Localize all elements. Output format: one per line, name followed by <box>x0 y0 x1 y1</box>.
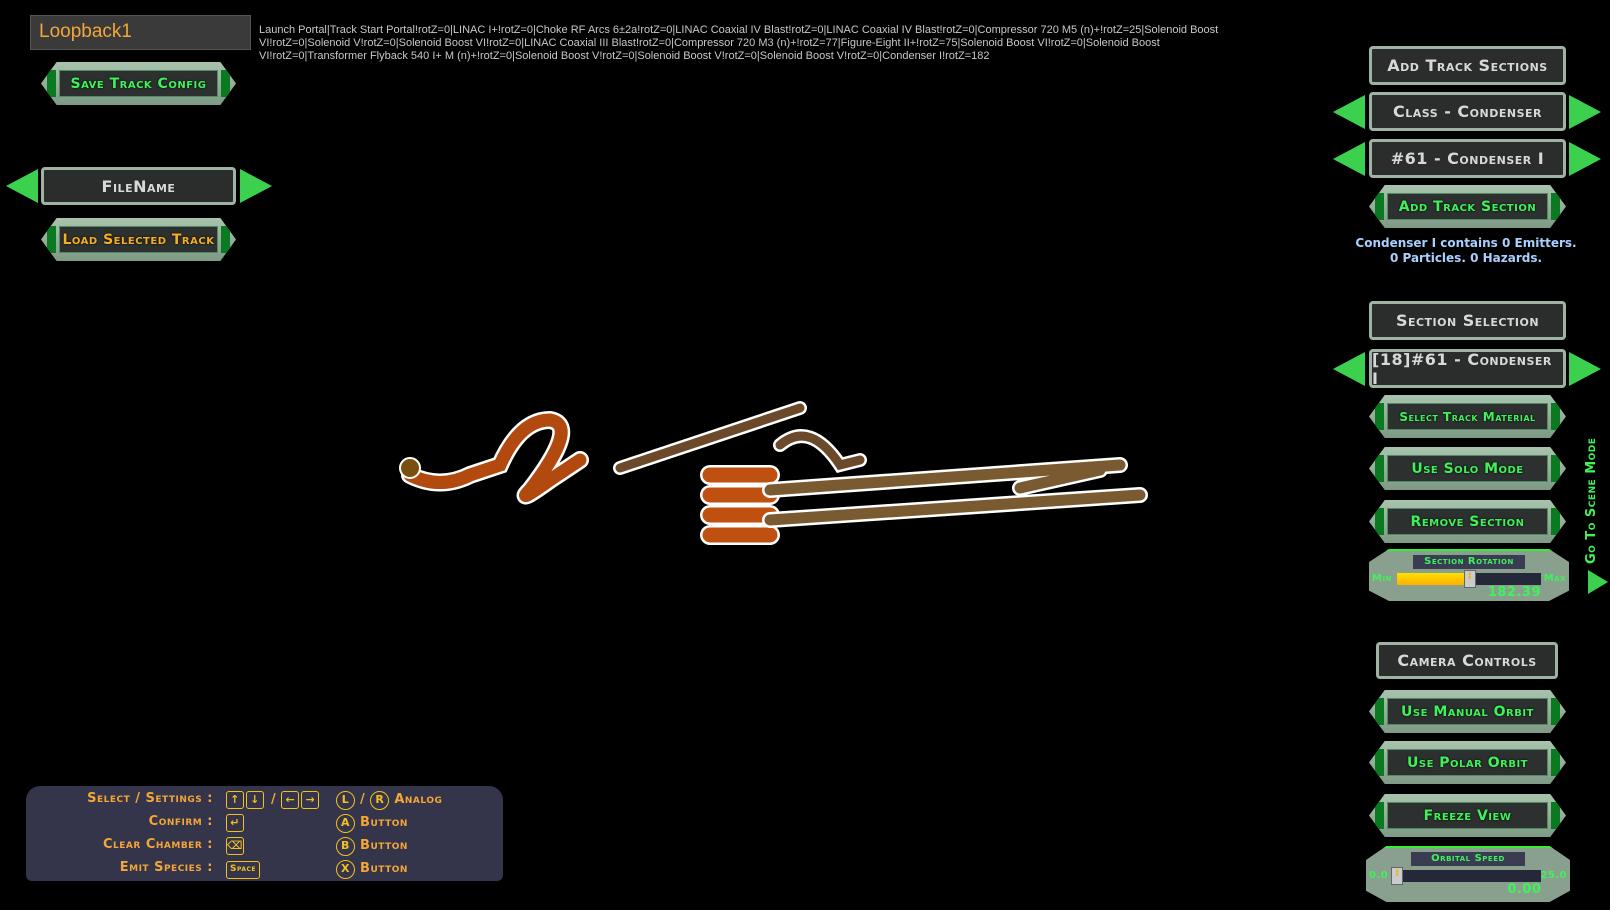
orbital-speed-track[interactable]: ⁞ <box>1391 867 1542 885</box>
backspace-key-icon: ⌫ <box>226 837 245 855</box>
help-row: Confirm : ↵ A Button <box>26 814 503 834</box>
filename-next-arrow-icon[interactable] <box>240 169 272 203</box>
orbital-speed-knob[interactable]: ⁞ <box>1391 867 1404 885</box>
load-selected-track-label: Load Selected Track <box>58 226 219 253</box>
use-manual-orbit-button[interactable]: Use Manual Orbit <box>1369 690 1566 733</box>
class-prev-arrow-icon[interactable] <box>1333 95 1365 129</box>
right-key-icon: → <box>301 791 320 809</box>
section-selection-header: Section Selection <box>1369 301 1566 340</box>
l-stick-icon: L <box>336 791 355 810</box>
section-info-line: 0 Particles. 0 Hazards. <box>1389 251 1543 265</box>
use-solo-mode-label: Use Solo Mode <box>1386 455 1549 482</box>
rotation-min-label: Min <box>1372 573 1392 584</box>
rotation-max-label: Max <box>1543 573 1566 584</box>
save-track-config-button[interactable]: Save Track Config <box>41 62 236 105</box>
left-key-icon: ← <box>281 791 300 809</box>
help-row: Select / Settings : ↑↓ / ←→ L / R Analog <box>26 791 503 811</box>
section-prev-arrow-icon[interactable] <box>1333 352 1365 386</box>
section-next-arrow-icon[interactable] <box>1569 352 1601 386</box>
add-track-sections-label: Add Track Sections <box>1387 56 1548 75</box>
track-3d-view[interactable] <box>380 380 1160 560</box>
track-config-text: Launch Portal|Track Start Portal!rotZ=0|… <box>259 24 1219 62</box>
help-label: Clear Chamber : <box>102 837 213 852</box>
camera-controls-header: Camera Controls <box>1376 642 1558 679</box>
class-selector-label: Class - Condenser <box>1393 102 1542 121</box>
add-track-section-button[interactable]: Add Track Section <box>1369 185 1566 228</box>
section-rotation-title: Section Rotation <box>1413 555 1525 569</box>
controls-help-panel: Select / Settings : ↑↓ / ←→ L / R Analog… <box>26 786 503 881</box>
help-row: Emit Species : Space X Button <box>26 860 503 880</box>
b-button-icon: B <box>336 837 355 856</box>
track-tube <box>700 465 780 545</box>
help-row: Clear Chamber : ⌫ B Button <box>26 837 503 857</box>
help-sep: / <box>271 792 277 807</box>
a-button-icon: A <box>336 814 355 833</box>
help-label: Select / Settings : <box>87 791 213 806</box>
go-to-scene-mode-label[interactable]: Go To Scene Mode <box>1584 437 1599 565</box>
orbital-speed-title: Orbital Speed <box>1410 852 1526 866</box>
filename-label: FileName <box>101 176 176 196</box>
class-selector[interactable]: Class - Condenser <box>1369 92 1566 131</box>
filename-input[interactable]: Loopback1 <box>30 15 251 50</box>
section-selection-label: Section Selection <box>1395 311 1540 330</box>
help-action: Button <box>360 861 408 876</box>
save-track-config-label: Save Track Config <box>58 70 219 97</box>
rotation-track[interactable]: ⁞ <box>1397 570 1541 588</box>
help-sep: / <box>360 792 366 807</box>
use-solo-mode-button[interactable]: Use Solo Mode <box>1369 447 1566 490</box>
item-selector[interactable]: #61 - Condenser I <box>1369 139 1566 178</box>
add-track-section-label: Add Track Section <box>1386 193 1549 220</box>
orbital-speed-min-label: 0.0 <box>1369 870 1389 881</box>
r-stick-icon: R <box>370 791 390 810</box>
section-info-line: Condenser I contains 0 Emitters. <box>1355 236 1577 250</box>
add-track-sections-header: Add Track Sections <box>1369 46 1566 85</box>
remove-section-button[interactable]: Remove Section <box>1369 500 1566 543</box>
x-button-icon: X <box>336 860 355 879</box>
orbital-speed-slider[interactable]: Orbital Speed 0.0 ⁞ 25.0 0.00 <box>1366 846 1570 902</box>
item-next-arrow-icon[interactable] <box>1569 142 1601 176</box>
class-next-arrow-icon[interactable] <box>1569 95 1601 129</box>
filename-selector[interactable]: FileName <box>41 167 236 205</box>
use-manual-orbit-label: Use Manual Orbit <box>1386 698 1549 725</box>
space-key-icon: Space <box>226 861 260 879</box>
orbital-speed-value: 0.00 <box>1507 882 1542 897</box>
enter-key-icon: ↵ <box>226 814 244 832</box>
load-selected-track-button[interactable]: Load Selected Track <box>41 218 236 261</box>
orbital-speed-max-label: 25.0 <box>1540 870 1567 881</box>
freeze-view-label: Freeze View <box>1386 802 1549 829</box>
camera-controls-label: Camera Controls <box>1397 651 1537 670</box>
remove-section-label: Remove Section <box>1386 508 1549 535</box>
rotation-knob[interactable]: ⁞ <box>1464 570 1476 588</box>
help-action: Button <box>360 815 408 830</box>
rotation-value: 182.39 <box>1487 585 1541 600</box>
help-label: Emit Species : <box>119 860 213 875</box>
down-key-icon: ↓ <box>246 791 264 809</box>
section-info: Condenser I contains 0 Emitters.0 Partic… <box>1346 236 1586 266</box>
up-key-icon: ↑ <box>226 791 244 809</box>
item-selector-label: #61 - Condenser I <box>1390 149 1545 168</box>
help-label: Confirm : <box>148 814 213 829</box>
scene-mode-arrow-icon[interactable] <box>1588 570 1608 594</box>
section-selector-label: [18]#61 - Condenser I <box>1372 349 1552 388</box>
select-track-material-label: Select Track Material <box>1386 403 1549 430</box>
use-polar-orbit-label: Use Polar Orbit <box>1386 749 1549 776</box>
select-track-material-button[interactable]: Select Track Material <box>1369 395 1566 438</box>
rotation-fill <box>1397 573 1470 585</box>
section-rotation-slider[interactable]: Section Rotation Min ⁞ Max 182.39 <box>1369 549 1569 601</box>
item-prev-arrow-icon[interactable] <box>1333 142 1365 176</box>
help-action: Analog <box>394 792 443 807</box>
freeze-view-button[interactable]: Freeze View <box>1369 794 1566 837</box>
use-polar-orbit-button[interactable]: Use Polar Orbit <box>1369 741 1566 784</box>
section-selector[interactable]: [18]#61 - Condenser I <box>1369 349 1566 388</box>
filename-prev-arrow-icon[interactable] <box>6 169 38 203</box>
help-action: Button <box>360 838 408 853</box>
